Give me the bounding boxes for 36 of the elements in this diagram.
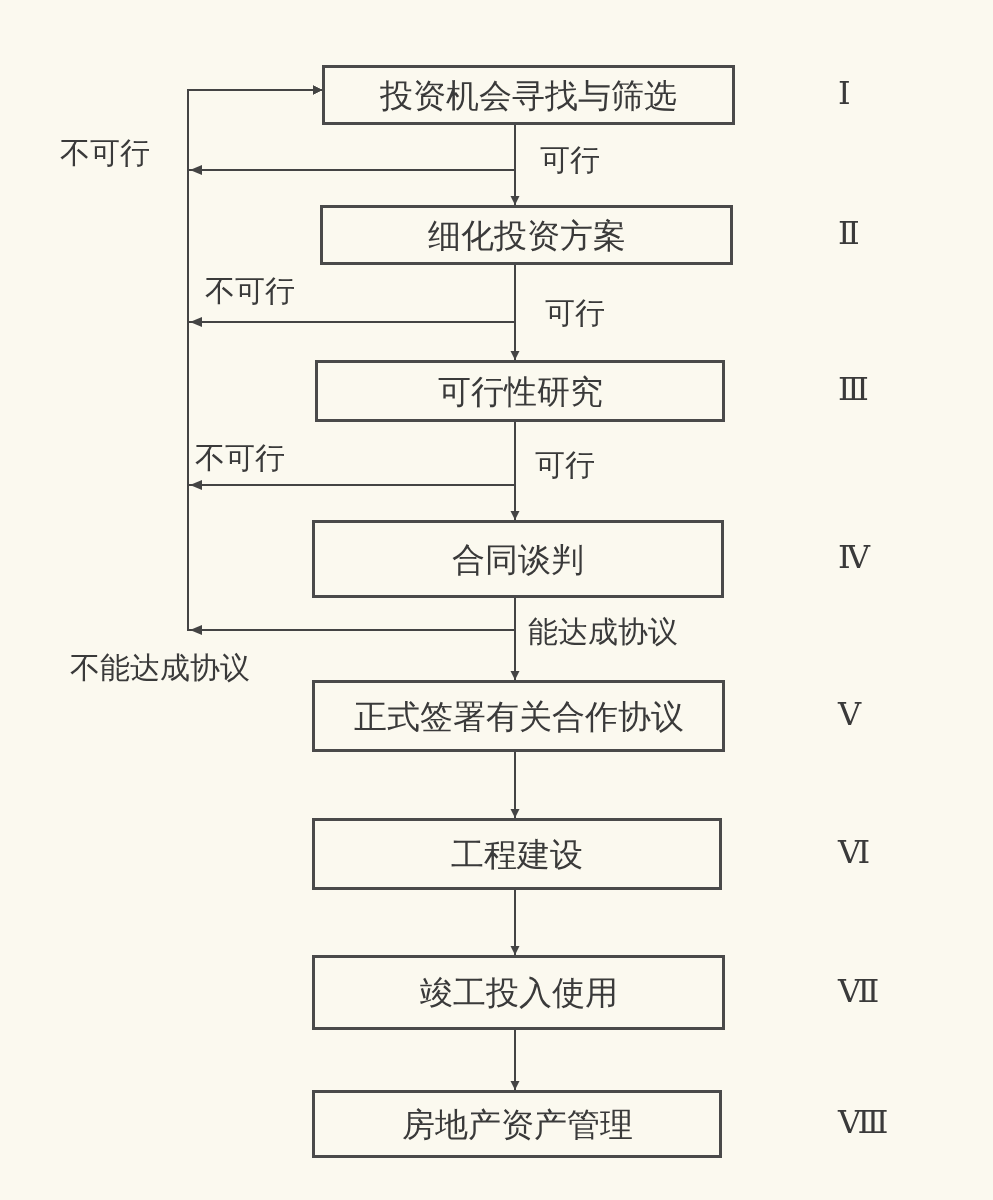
edge-label: 可行	[535, 450, 595, 480]
edge-label: 不能达成协议	[70, 653, 250, 683]
step-text: 合同谈判	[452, 542, 584, 576]
process-box	[312, 955, 725, 1030]
edge-label: 不可行	[195, 443, 285, 473]
arrow	[510, 751, 520, 819]
stage-numeral: Ⅶ	[838, 974, 880, 1007]
process-box	[312, 520, 724, 598]
step-text: 细化投资方案	[427, 218, 626, 252]
stage-numeral: Ⅳ	[838, 541, 870, 573]
stage-numeral: Ⅰ	[838, 77, 851, 109]
stage-numeral: Ⅷ	[838, 1106, 889, 1138]
process-box	[315, 360, 725, 422]
process-box	[312, 1090, 722, 1158]
process-box	[320, 205, 733, 265]
process-box	[322, 65, 735, 125]
step-text: 工程建设	[451, 837, 583, 871]
step-text: 竣工投入使用	[419, 976, 618, 1009]
edge-label: 可行	[545, 298, 605, 328]
arrow	[510, 1029, 520, 1091]
stage-numeral: Ⅵ	[838, 836, 871, 868]
step-text: 可行性研究	[437, 374, 603, 408]
edge-label: 不可行	[60, 138, 150, 168]
step-text: 正式签署有关合作协议	[353, 699, 684, 733]
stage-numeral: Ⅲ	[838, 373, 869, 405]
edge-label: 可行	[540, 145, 600, 175]
step-text: 投资机会寻找与筛选	[380, 78, 677, 112]
process-box	[312, 818, 722, 890]
stage-numeral: Ⅴ	[838, 698, 862, 730]
stage-numeral: Ⅱ	[838, 217, 860, 249]
step-text: 房地产资产管理	[401, 1107, 633, 1141]
edge-label: 不可行	[205, 276, 295, 306]
edge-label: 能达成协议	[528, 617, 678, 647]
feedback-arrow	[187, 85, 516, 631]
arrow	[510, 889, 520, 956]
process-box	[312, 680, 725, 752]
